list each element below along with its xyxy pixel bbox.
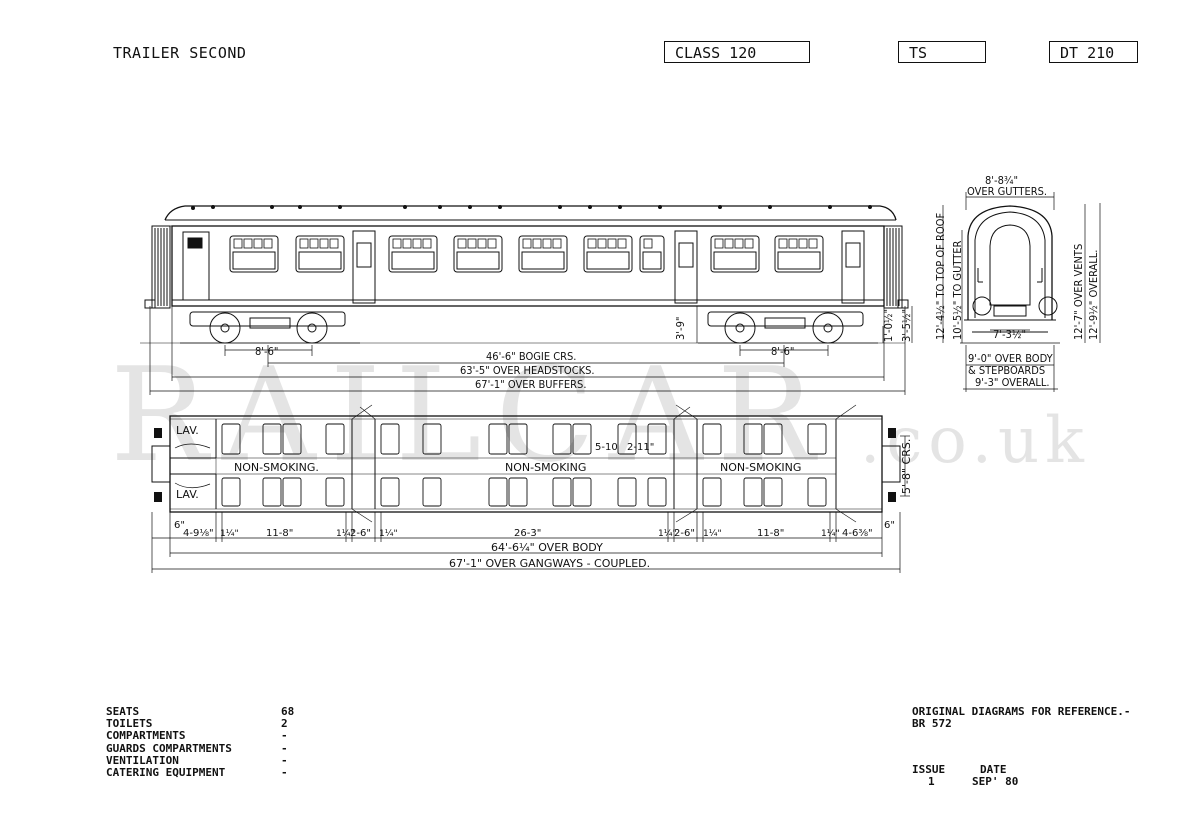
dim-vestibule-2: 2-6" [674,528,695,539]
reference-line-1: ORIGINAL DIAGRAMS FOR REFERENCE.- [912,705,1131,718]
over-headstocks-label: 63'-5" OVER HEADSTOCKS. [460,364,595,377]
spec-label: GUARDS COMPARTMENTS [106,741,232,755]
bogie-wheelbase-left-label: 8'-6" [255,345,278,358]
spec-row: GUARDS COMPARTMENTS - [106,741,294,755]
bogie-centres-label: 46'-6" BOGIE CRS. [486,350,576,363]
seats-lower [221,477,827,507]
dim-gap-3: 1¼" [379,529,398,539]
watermark-suffix: .co.uk [860,404,1090,478]
reference-note: ORIGINAL DIAGRAMS FOR REFERENCE.- BR 572 [912,706,1131,730]
side-dimension-lines [149,306,913,395]
side-doors [182,230,865,304]
lavatory-label-upper: LAV. [176,424,199,437]
over-gutters-label: OVER GUTTERS. [967,185,1047,198]
specs-table: SEATS 68 TOILETS 2 COMPARTMENTS - GUARDS CO… [106,705,295,780]
overall-height-label: 12'-9½" OVERALL. [1087,250,1100,340]
roof-vents [191,205,872,210]
over-body-width-label: 9'-0" OVER BODY [968,352,1054,365]
seats-upper [221,423,827,455]
bogie-wheelbase-right-label: 8'-6" [771,345,794,358]
over-gangways-label: 67'-1" OVER GANGWAYS - COUPLED. [449,557,650,570]
issue-block: ISSUE 1 [912,764,972,788]
diagram-number-box: DT 210 [1049,41,1138,63]
side-elevation: 8'-6" 8'-6" 46'-6" BOGIE CRS. 63'-5" OVE… [140,205,913,395]
dim-saloon-1: 11-8" [266,528,293,539]
plan-dimension-lines [151,435,910,573]
dim-gap-6: 1¼" [821,529,840,539]
plan-view: LAV. LAV. NON-SMOKING. NON-SMOKING NON-S… [151,404,913,573]
spec-label: COMPARTMENTS [106,729,186,743]
dim-saloon-3: 11-8" [757,528,784,539]
spec-value: 68 [281,705,295,718]
spec-row: VENTILATION - [106,753,294,767]
bogie-width-label: 7'-3½" [993,328,1026,341]
dim-vestibule-1: 2-6" [350,528,371,539]
issue-label: ISSUE [912,763,946,776]
gangway-bellows-right [883,225,903,309]
class-box: CLASS 120 [664,41,810,63]
spec-row: CATERING EQUIPMENT - [106,766,294,780]
saloon-3-label: NON-SMOKING [720,461,801,474]
dim-end-left: 6" [174,520,185,531]
seat-pitch-a-label: 5-10 [595,442,618,453]
overall-width-label: 9'-3" OVERALL. [975,376,1050,389]
side-windows [229,235,824,273]
spec-value: 2 [281,717,288,731]
spec-label: VENTILATION [106,753,179,767]
dim-gap-2: 1¼" [336,529,355,539]
dim-gap-5: 1¼" [703,529,722,539]
issue-value: 1 [928,775,935,788]
spec-label: SEATS [106,705,140,718]
bogie-centres-plan-label: 5'-8" CRS. [900,439,913,494]
spec-value: - [281,766,288,780]
date-label: DATE [980,763,1007,776]
spec-value: - [281,753,288,767]
lavatory-label-lower: LAV. [176,488,199,501]
over-gutters-width-label: 8'-8¾" [985,174,1018,187]
buffer-height-label: 3'-5½" [900,309,913,342]
saloon-2-label: NON-SMOKING [505,461,586,474]
seat-pitch-b-label: 2-11" [627,442,654,453]
stepboards-label: & STEPBOARDS [968,364,1045,377]
dim-lav-left: 4-9⅛" [183,528,214,539]
spec-row: SEATS 68 [106,705,295,718]
dim-end-right: 6" [884,520,895,531]
floor-height-label: 3'-9" [674,317,687,340]
spec-row: COMPARTMENTS - [106,730,294,742]
over-buffers-label: 67'-1" OVER BUFFERS. [475,378,586,391]
dim-saloon-2: 26-3" [514,528,541,539]
rail-to-floor-label: 1'-0½" [882,309,895,342]
top-of-roof-label: 12'-4½" TO TOP OF ROOF [934,213,947,340]
over-body-length-label: 64'-6¼" OVER BODY [491,541,603,554]
spec-row: TOILETS 2 [106,717,294,731]
drawing-title: TRAILER SECOND [113,44,247,62]
saloon-1-label: NON-SMOKING. [234,461,319,474]
over-vents-label: 12'-7" OVER VENTS [1072,244,1085,340]
end-elevation: 8'-8¾" OVER GUTTERS. 12'-4½" TO TOP OF R… [934,174,1101,392]
spec-value: - [281,729,288,743]
spec-value: - [281,741,288,755]
gangway-bellows-left [151,225,171,309]
date-block: DATE SEP' 80 [972,764,1052,788]
spec-label: TOILETS [106,717,153,731]
type-code-box: TS [898,41,986,63]
reference-line-2: BR 572 [912,717,952,730]
spec-label: CATERING EQUIPMENT [106,766,226,780]
dim-end-right-section: 4-6⅜" [842,528,873,539]
to-gutter-label: 10'-5½" TO GUTTER [951,241,964,340]
dim-gap-1: 1¼" [220,529,239,539]
date-value: SEP' 80 [972,775,1019,788]
dim-gap-4: 1¼" [658,529,677,539]
